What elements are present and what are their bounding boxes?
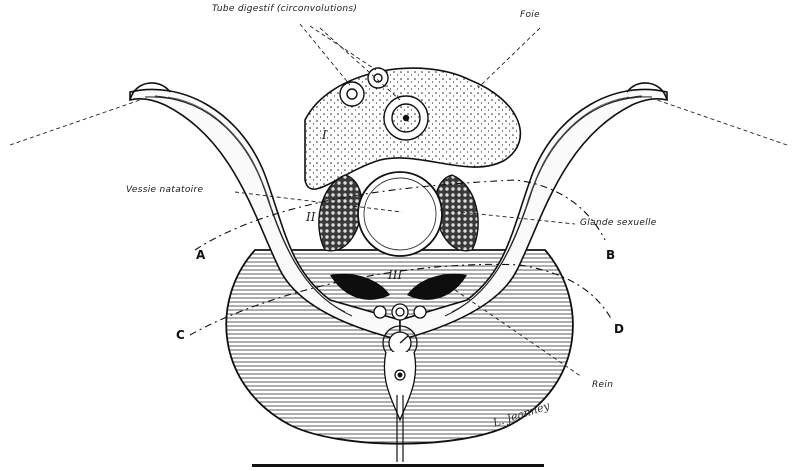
region-ii: II [306, 210, 315, 224]
letter-b: B [606, 248, 615, 262]
letter-a: A [196, 248, 205, 262]
region-i: I [322, 128, 327, 142]
label-rein: Rein [592, 380, 613, 390]
letter-c: C [176, 328, 185, 342]
label-vessie-natatoire: Vessie natatoire [126, 185, 203, 195]
swim-bladder [358, 172, 442, 256]
label-glande-sexuelle: Glande sexuelle [580, 218, 657, 228]
label-tube-digestif: Tube digestif (circonvolutions) [212, 4, 357, 14]
letter-d: D [614, 322, 624, 336]
label-foie: Foie [520, 10, 540, 20]
region-iii: III [388, 268, 402, 282]
